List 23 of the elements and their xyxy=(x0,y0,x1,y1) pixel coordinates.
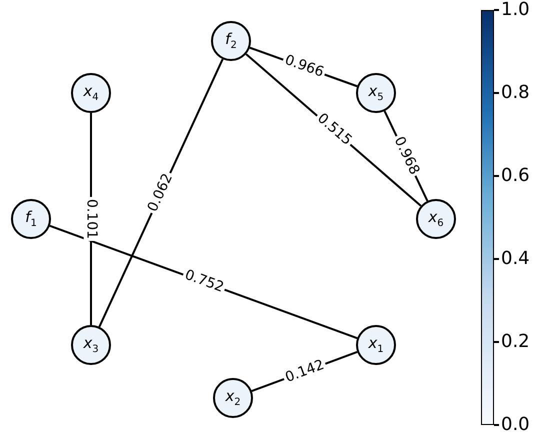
node-label: x$_{6}$ xyxy=(428,210,444,228)
node-label: x$_{1}$ xyxy=(368,336,384,354)
edge-label: 0.101 xyxy=(83,196,99,242)
tick-label: 1.0 xyxy=(501,1,530,19)
node-label: x$_{4}$ xyxy=(83,84,99,102)
tick-label: 0.4 xyxy=(501,250,530,268)
node-circle xyxy=(211,21,251,61)
node-circle xyxy=(416,199,456,239)
node-circle xyxy=(356,73,396,113)
node-circle xyxy=(11,199,51,239)
node-label: x$_{5}$ xyxy=(368,84,384,102)
tick-label: 0.2 xyxy=(501,333,530,351)
node-circle xyxy=(71,73,111,113)
node-label: f$_{1}$ xyxy=(25,210,37,228)
node-circle xyxy=(71,325,111,365)
node-label: x$_{2}$ xyxy=(225,388,241,408)
node-label: f$_{2}$ xyxy=(225,32,237,50)
tick-label: 0.0 xyxy=(501,416,530,434)
tick-label: 0.8 xyxy=(501,84,530,102)
node-circle xyxy=(213,378,253,418)
node-circle xyxy=(356,325,396,365)
tick-label: 0.6 xyxy=(501,167,530,185)
node-label: x$_{3}$ xyxy=(83,336,99,354)
